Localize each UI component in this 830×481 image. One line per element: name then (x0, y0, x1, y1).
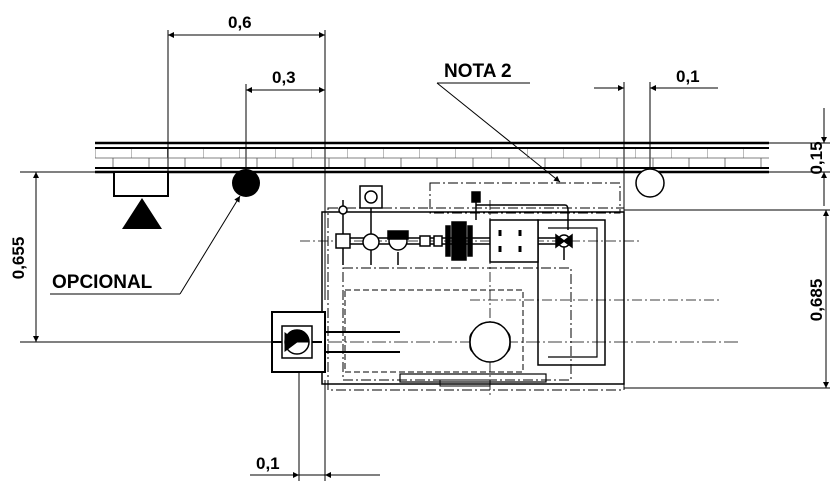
dimension-right-height (624, 209, 830, 389)
pipeline-row (335, 185, 573, 265)
dimension-wall-thickness (769, 108, 830, 206)
wall (95, 141, 769, 174)
dimension-bottom-gap-label: 0,1 (256, 454, 280, 473)
wall-support (113, 171, 169, 229)
inlet-pipes (322, 331, 400, 353)
dimension-right-gap (594, 82, 718, 388)
dimension-inner-spacing-label: 0,3 (272, 68, 296, 87)
tank-meter (469, 321, 511, 363)
optional-pipe (232, 169, 260, 197)
inlet-valve (271, 311, 326, 373)
dimension-bottom-gap (250, 370, 380, 481)
dimension-right-height-label: 0,685 (807, 279, 826, 322)
dimension-left-height (20, 172, 275, 343)
dimension-top-spacing-label: 0,6 (228, 13, 252, 32)
optional-label: OPCIONAL (52, 272, 153, 293)
note-label: NOTA 2 (444, 61, 512, 82)
dimension-left-height-label: 0,655 (9, 237, 28, 280)
optional-leader (50, 195, 241, 295)
dimension-right-gap-label: 0,1 (676, 67, 700, 86)
dimension-wall-thickness-label: 0,15 (807, 141, 826, 174)
open-pipe (635, 168, 665, 198)
